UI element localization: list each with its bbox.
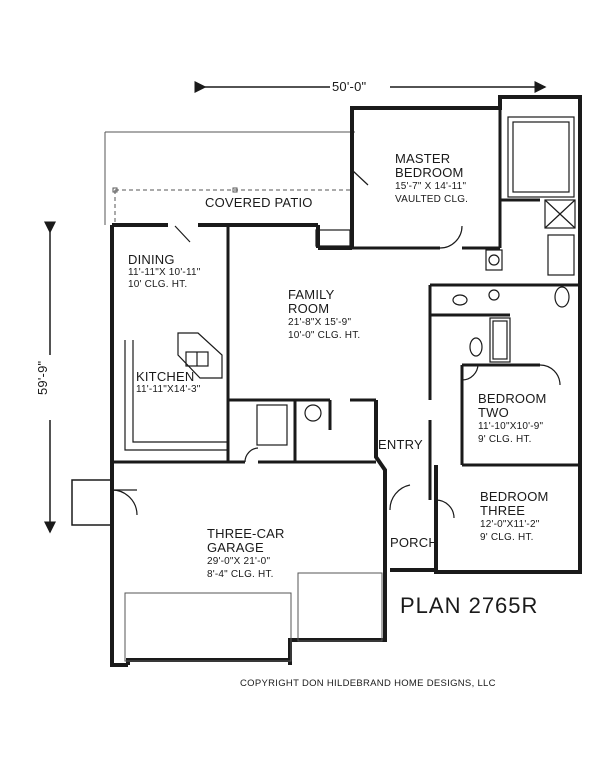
overall-depth-label: 59'-9" [35,360,50,395]
kitchen-name: KITCHEN [136,369,195,384]
bedroom-three-name-1: BEDROOM [480,489,549,504]
garage-name-2: GARAGE [207,540,264,555]
bedroom-three-size: 12'-0"X11'-2" [480,519,540,530]
entry-label: ENTRY [378,437,423,452]
porch-label: PORCH [390,535,438,550]
exterior-walls [110,95,582,667]
covered-patio-outline [104,131,355,225]
garage-doors [124,572,383,662]
covered-patio-label: COVERED PATIO [205,195,313,210]
family-room-name-2: ROOM [288,301,330,316]
side-stoop [71,479,113,526]
garage-size: 29'-0"X 21'-0" [207,556,271,567]
bedroom-two-size: 11'-10"X10'-9" [478,421,544,432]
master-bedroom-ceiling: VAULTED CLG. [395,194,469,205]
family-room-size: 21'-8"X 15'-9" [288,317,352,328]
dining-ceiling: 10' CLG. HT. [128,279,188,290]
overall-width-label: 50'-0" [332,79,367,94]
master-bedroom-size: 15'-7" X 14'-11" [395,181,467,192]
family-room-name-1: FAMILY [288,287,335,302]
master-bedroom-name-2: BEDROOM [395,165,464,180]
garage-ceiling: 8'-4" CLG. HT. [207,569,274,580]
master-bedroom-name-1: MASTER [395,151,451,166]
dining-name: DINING [128,252,175,267]
kitchen-size: 11'-11"X14'-3" [136,384,201,395]
kitchen-counters [124,332,288,451]
bath-fixtures [304,116,576,422]
bedroom-two-name-2: TWO [478,405,509,420]
bedroom-three-name-2: THREE [480,503,526,518]
interior-walls [112,108,580,500]
bedroom-three-ceiling: 9' CLG. HT. [480,532,534,543]
garage-name-1: THREE-CAR [207,526,285,541]
copyright-notice: COPYRIGHT DON HILDEBRAND HOME DESIGNS, L… [240,678,496,689]
bedroom-two-name-1: BEDROOM [478,391,547,406]
bedroom-two-ceiling: 9' CLG. HT. [478,434,532,445]
plan-number: PLAN 2765R [400,593,539,618]
door-swings [111,169,561,519]
family-room-ceiling: 10'-0" CLG. HT. [288,330,361,341]
dining-size: 11'-11"X 10'-11" [128,267,201,278]
